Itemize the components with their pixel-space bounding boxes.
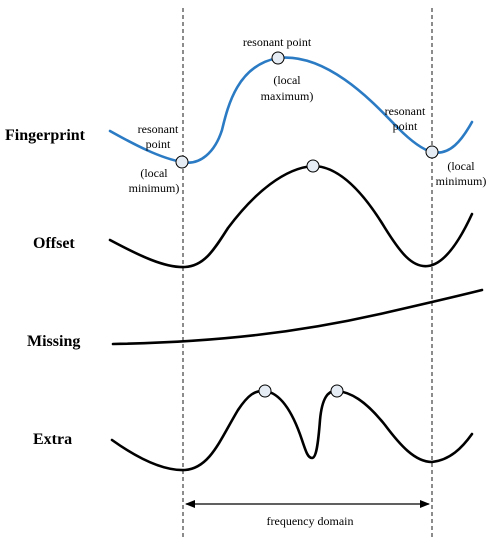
frequency-domain-label: frequency domain xyxy=(267,514,354,528)
right-resonant-marker xyxy=(425,145,439,159)
right-annotation-bottom-2: minimum) xyxy=(436,174,487,188)
mid-annotation-bottom-1: (local xyxy=(273,73,301,87)
mid-annotation-top: resonant point xyxy=(243,35,312,49)
label-offset: Offset xyxy=(33,235,75,252)
missing-curve xyxy=(111,288,484,346)
left-annotation-bottom-2: minimum) xyxy=(129,181,180,195)
label-missing: Missing xyxy=(27,333,80,350)
left-annotation-top-2: point xyxy=(146,137,171,151)
mid-annotation-bottom-2: maximum) xyxy=(261,89,314,103)
offset-peak-marker xyxy=(306,159,320,173)
right-annotation-bottom-1: (local xyxy=(447,159,475,173)
label-extra: Extra xyxy=(33,431,72,448)
right-annotation-top-2: point xyxy=(393,119,418,133)
label-fingerprint: Fingerprint xyxy=(5,127,86,144)
extra-peak-right-marker xyxy=(330,384,344,398)
extra-curve xyxy=(110,389,474,472)
left-annotation-bottom-1: (local xyxy=(140,166,168,180)
extra-peak-left-marker xyxy=(258,384,272,398)
mid-resonant-marker xyxy=(271,51,285,65)
right-annotation-top-1: resonant xyxy=(385,104,426,118)
left-annotation-top-1: resonant xyxy=(138,122,179,136)
left-resonant-marker xyxy=(175,155,189,169)
